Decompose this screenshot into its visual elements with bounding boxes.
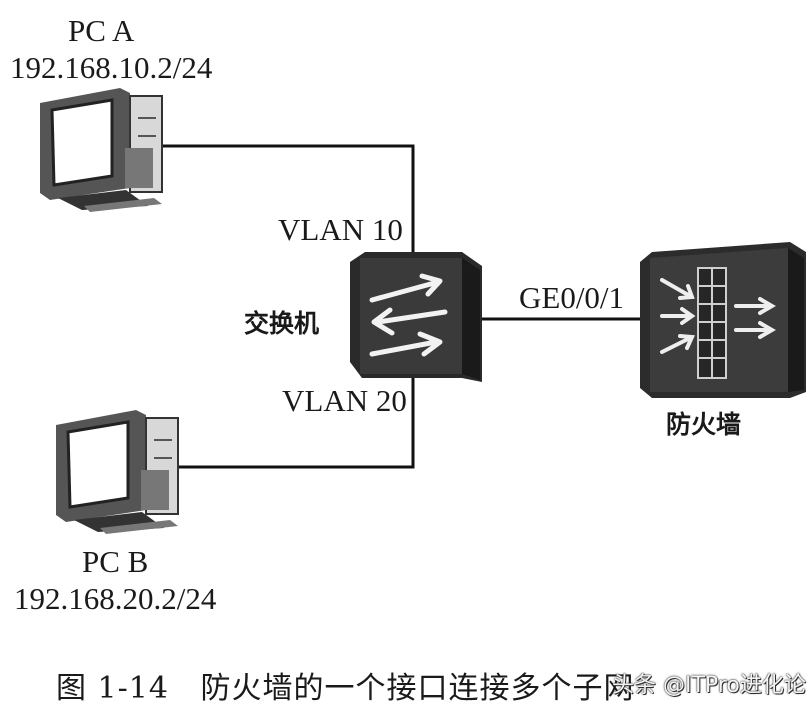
pc-b-ip: 192.168.20.2/24 <box>14 581 217 616</box>
pc-a-name: PC A <box>68 13 135 48</box>
pc-a-icon <box>40 88 163 212</box>
watermark: 头条 @ITPro进化论 <box>612 673 806 698</box>
firewall-label: 防火墙 <box>666 410 742 439</box>
switch-label: 交换机 <box>244 309 320 338</box>
pc-b-icon <box>56 410 179 534</box>
link-pc-a-to-switch <box>162 144 415 262</box>
firewall-icon <box>640 242 806 398</box>
pc-a-ip: 192.168.10.2/24 <box>10 50 213 85</box>
vlan-20-label: VLAN 20 <box>282 383 407 418</box>
pc-b-name: PC B <box>82 544 149 579</box>
connection-lines <box>162 144 651 469</box>
switch-icon <box>350 252 482 382</box>
link-pc-b-to-switch <box>178 378 415 469</box>
uplink-port-label: GE0/0/1 <box>519 280 625 315</box>
figure-caption: 图 1-14 防火墙的一个接口连接多个子网 <box>56 671 635 706</box>
vlan-10-label: VLAN 10 <box>278 212 403 247</box>
